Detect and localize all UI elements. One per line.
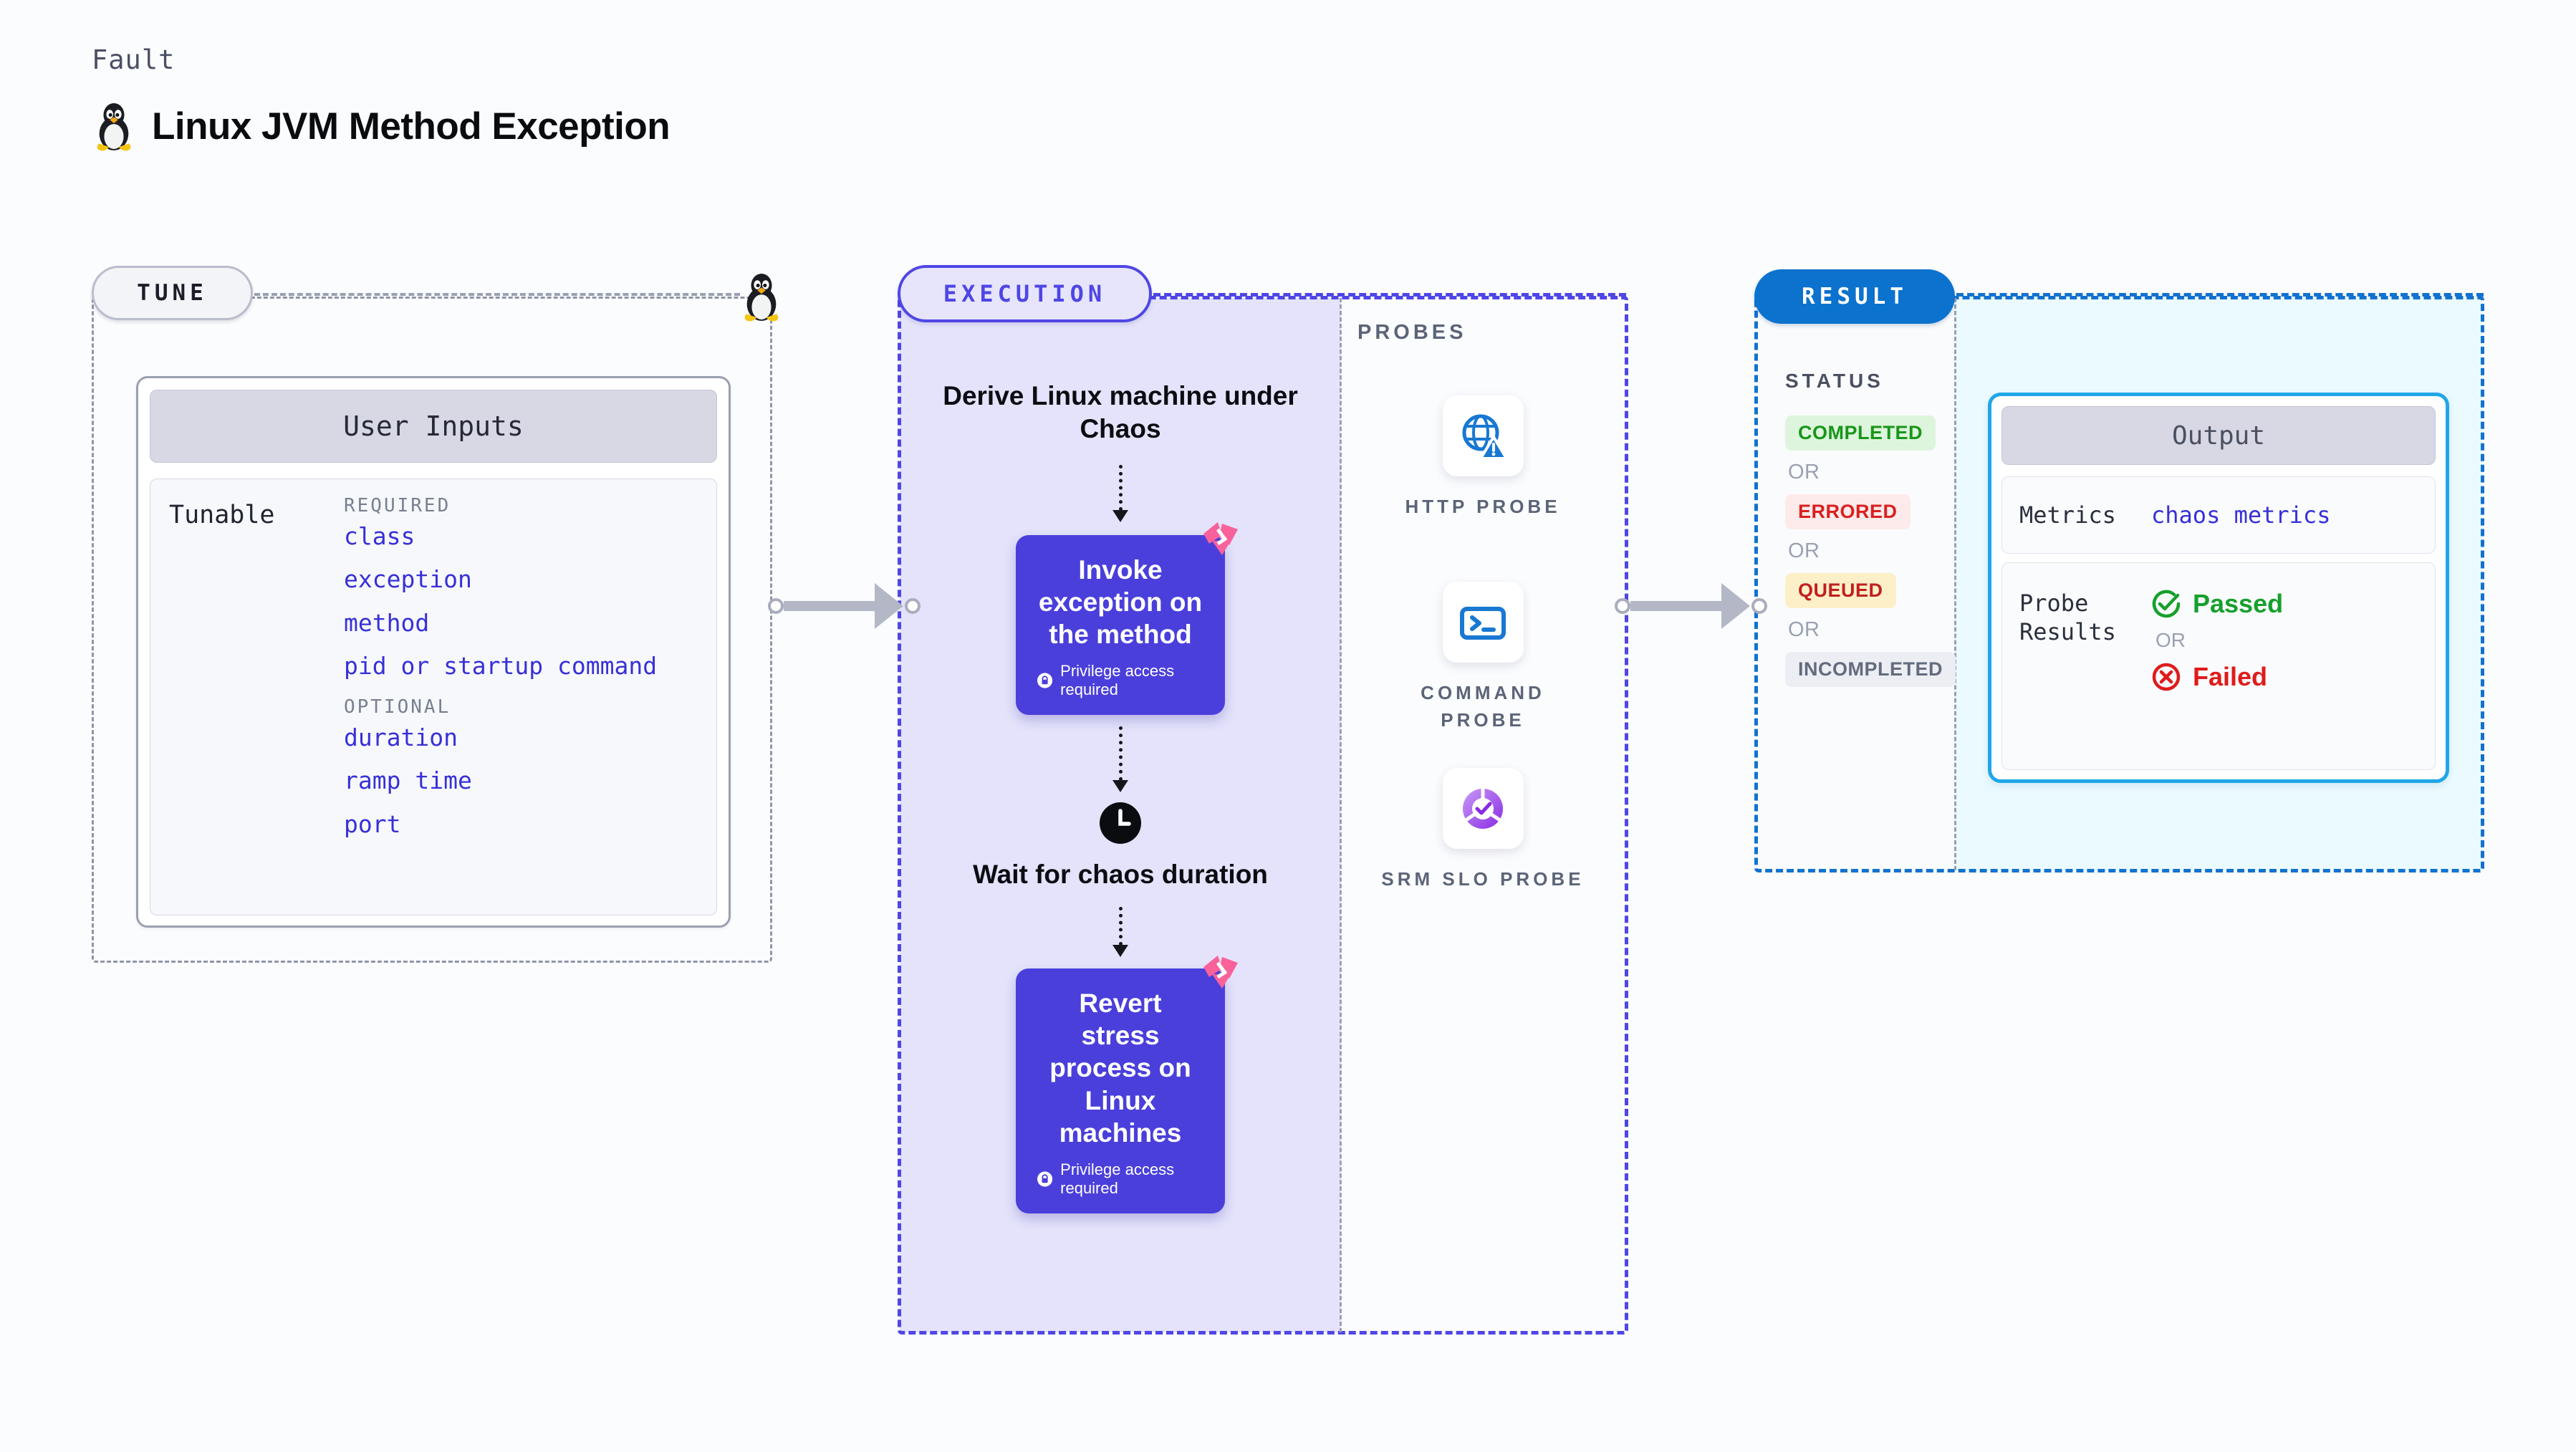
probes-title: PROBES	[1357, 321, 1467, 344]
execution-badge[interactable]: EXECUTION	[898, 265, 1152, 322]
check-circle-icon	[2152, 590, 2181, 618]
page-title: Linux JVM Method Exception	[152, 105, 671, 148]
flow-arrow	[1112, 726, 1128, 792]
probe-tile	[1442, 395, 1524, 476]
connector-execution-to-result	[1615, 583, 1767, 629]
status-list: COMPLETED OR ERRORED OR QUEUED OR INCOMP…	[1785, 415, 1957, 687]
tune-panel	[92, 297, 772, 963]
privilege-note-label: Privilege access required	[1060, 661, 1175, 698]
probe-results-key: Probe Results	[2019, 590, 2116, 645]
privilege-note: Privilege access required	[1037, 662, 1203, 699]
privilege-note-label: Privilege access required	[1060, 1160, 1175, 1197]
connector-end-dot	[905, 598, 921, 614]
probe-outcome-label: Failed	[2193, 662, 2268, 691]
group-title-optional: OPTIONAL	[344, 696, 451, 718]
user-inputs-card: User Inputs Tunable REQUIRED class excep…	[136, 376, 731, 928]
flow-arrow	[1112, 464, 1128, 522]
probe-results-row: Probe Results Passed OR Failed	[2001, 562, 2436, 770]
terminal-icon	[1460, 606, 1506, 640]
execution-panel	[898, 296, 1628, 1335]
probe-item-http[interactable]: HTTP PROBE	[1375, 395, 1590, 521]
tune-connector-line	[254, 293, 740, 296]
output-card: Output Metrics chaos metrics Probe Resul…	[1988, 393, 2449, 783]
execution-step-derive: Derive Linux machine under Chaos	[943, 381, 1298, 444]
probe-label: HTTP PROBE	[1405, 496, 1561, 517]
tunable-item[interactable]: duration	[344, 723, 458, 752]
probe-outcomes: Passed OR Failed	[2151, 589, 2283, 692]
result-divider	[1954, 298, 1956, 870]
privilege-note: Privilege access required	[1037, 1160, 1203, 1198]
probe-item-srm-slo[interactable]: SRM SLO PROBE	[1375, 768, 1590, 893]
execution-card-revert-stress[interactable]: Revert stress process on Linux machines …	[1016, 956, 1238, 1213]
probe-tile	[1442, 582, 1524, 663]
output-title: Output	[2001, 406, 2436, 465]
probes-divider	[1340, 298, 1342, 1332]
tunable-item[interactable]: ramp time	[344, 766, 472, 795]
connector-end-dot	[1751, 598, 1767, 614]
connector-tune-to-execution	[768, 583, 921, 629]
tune-badge[interactable]: TUNE	[92, 266, 253, 320]
execution-connector-line	[1153, 293, 1626, 297]
or-label: OR	[1788, 461, 1820, 484]
clock-icon	[1100, 802, 1141, 844]
litmus-logo-icon	[1203, 956, 1238, 989]
or-label: OR	[2156, 629, 2186, 651]
status-badge-errored: ERRORED	[1785, 494, 1911, 529]
status-badge-incompleted: INCOMPLETED	[1785, 652, 1956, 687]
execution-card-label: Invoke exception on the method	[1038, 554, 1203, 649]
or-label: OR	[1788, 618, 1820, 641]
probe-item-command[interactable]: COMMAND PROBE	[1375, 582, 1590, 734]
tunable-item[interactable]: pid or startup command	[344, 651, 658, 680]
litmus-logo-icon	[1203, 521, 1238, 555]
linux-tux-icon	[744, 274, 779, 322]
page-title-row: Linux JVM Method Exception	[92, 100, 671, 152]
x-circle-icon	[2152, 663, 2181, 691]
status-title: STATUS	[1785, 370, 1884, 392]
connector-bar	[784, 601, 875, 611]
tunable-item[interactable]: port	[344, 809, 401, 838]
fault-eyebrow-label: Fault	[92, 44, 176, 75]
tunable-item[interactable]: class	[344, 522, 415, 550]
tunable-item[interactable]: method	[344, 608, 430, 637]
execution-step-wait: Wait for chaos duration	[973, 859, 1268, 889]
connector-start-dot	[768, 598, 784, 614]
tunable-groups: REQUIRED class exception method pid or s…	[344, 495, 657, 855]
or-label: OR	[1788, 539, 1820, 562]
connector-arrow-head	[1721, 583, 1750, 629]
connector-bar	[1630, 601, 1722, 611]
group-title-required: REQUIRED	[344, 495, 451, 516]
lock-icon	[1037, 673, 1053, 688]
linux-tux-icon	[97, 103, 131, 151]
execution-card-label: Revert stress process on Linux machines	[1049, 989, 1191, 1148]
probe-outcome-passed: Passed	[2151, 589, 2283, 619]
page-header: Fault Linux JVM Method Exception	[92, 44, 671, 152]
status-badge-completed: COMPLETED	[1785, 415, 1936, 451]
probe-label: SRM SLO PROBE	[1381, 868, 1585, 890]
connector-arrow-head	[875, 583, 903, 629]
probe-label: COMMAND PROBE	[1421, 682, 1545, 731]
lock-icon	[1037, 1171, 1053, 1187]
execution-card-invoke-exception[interactable]: Invoke exception on the method Privilege…	[1016, 521, 1238, 715]
globe-warning-icon	[1462, 414, 1509, 460]
connector-start-dot	[1615, 598, 1630, 614]
status-badge-queued: QUEUED	[1785, 573, 1896, 608]
probe-outcome-failed: Failed	[2151, 662, 2283, 692]
slo-donut-check-icon	[1463, 788, 1503, 829]
result-connector-line	[1956, 293, 2484, 297]
flow-arrow	[1112, 907, 1128, 958]
execution-flow: Derive Linux machine under Chaos Invoke …	[900, 380, 1341, 1213]
tunable-box: Tunable REQUIRED class exception method …	[150, 479, 717, 915]
metrics-key: Metrics	[2019, 501, 2116, 529]
tunable-item[interactable]: exception	[344, 565, 472, 594]
result-panel	[1754, 296, 2484, 872]
metrics-row: Metrics chaos metrics	[2001, 476, 2436, 554]
tunable-label: Tunable	[169, 501, 275, 529]
metrics-value-link[interactable]: chaos metrics	[2151, 501, 2331, 529]
probe-outcome-label: Passed	[2193, 589, 2284, 618]
result-badge[interactable]: RESULT	[1754, 269, 1955, 324]
user-inputs-title: User Inputs	[150, 390, 717, 463]
probe-tile	[1442, 768, 1524, 849]
